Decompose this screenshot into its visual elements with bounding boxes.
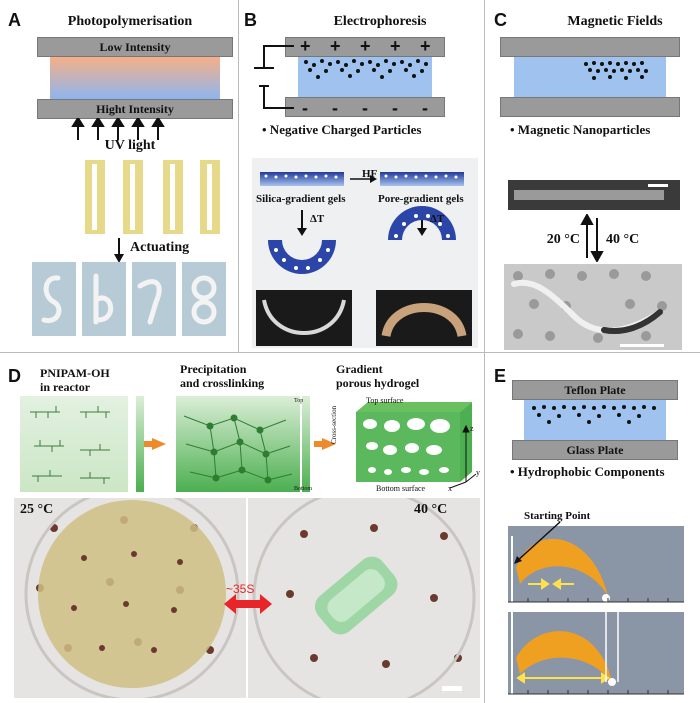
panel-d-step3: Gradient [336, 362, 383, 376]
panel-d-bottom-surface: Bottom surface [376, 484, 426, 493]
panel-a-letter: A [8, 10, 21, 30]
svg-text:-: - [362, 98, 368, 118]
panel-c-bullet: • Magnetic Nanoparticles [510, 122, 651, 137]
panel-c-bottom-plate [500, 97, 680, 117]
panel-e-bullet: • Hydrophobic Components [510, 464, 665, 479]
panel-d-top-small: Top [294, 398, 304, 404]
panel-b-gel-scheme [256, 172, 472, 346]
panel-d-bottom-small: Bottom [294, 486, 313, 492]
panel-e-starting-point-arrow [514, 521, 561, 564]
panel-a-uv-arrows [71, 118, 165, 140]
panel-b-dt-left: ΔT [310, 213, 325, 225]
panel-b-dt-right: ΔT [430, 213, 445, 225]
panel-d-letter: D [8, 366, 21, 386]
svg-text:+: + [360, 36, 371, 56]
divider-a-b [238, 0, 239, 352]
panel-a-uv-label: UV light [104, 138, 156, 153]
panel-b-letter: B [244, 10, 257, 30]
panel-e-top-plate: Teflon Plate [512, 380, 678, 400]
panel-e-bottom-plate-label: Glass Plate [566, 443, 624, 457]
panel-a-bottom-plate: Hight Intensity [37, 99, 233, 119]
svg-text:-: - [302, 98, 308, 118]
svg-text:+: + [330, 36, 341, 56]
panel-d-temp-left: 25 °C [20, 502, 54, 517]
panel-d-step1b: in reactor [40, 380, 91, 394]
panel-e-starting-point: Starting Point [524, 510, 591, 522]
panel-c-particles [584, 61, 648, 80]
panel-c-temp-low: 20 °C [546, 232, 580, 247]
panel-b-pore: Pore-gradient gels [378, 193, 464, 205]
panel-d-step2: Precipitation [180, 362, 247, 376]
svg-text:-: - [332, 98, 338, 118]
panel-c-switch-arrows [580, 214, 604, 262]
panel-d-step1: PNIPAM-OH [40, 366, 110, 380]
svg-text:+: + [390, 36, 401, 56]
panel-a-gradient-gel [50, 57, 220, 99]
panel-a-title: Photopolymerisation [67, 14, 193, 29]
panel-e-photos [508, 526, 684, 696]
panel-d-axis-y: y [476, 468, 480, 477]
panel-a-top-plate: Low Intensity [37, 37, 233, 57]
panel-d-top-surface: Top surface [366, 396, 404, 405]
panel-e-particles [532, 405, 656, 424]
panel-c-top-plate [500, 37, 680, 57]
panel-c-letter: C [494, 10, 507, 30]
panel-d-reactor-scheme [20, 396, 477, 492]
panel-d-axis-x: x [448, 484, 452, 493]
panel-b-title: Electrophoresis [333, 14, 427, 29]
panel-d-temp-right: 40 °C [414, 502, 448, 517]
panel-b-silica: Silica-gradient gels [256, 193, 346, 205]
panel-b-electrophoresis-diagram: + + + + + - - - - - [254, 36, 431, 118]
svg-text:+: + [420, 36, 431, 56]
panel-d-photos [14, 498, 480, 698]
panel-d-cross-section: Cross-section [330, 405, 338, 444]
panel-d-step2b: and crosslinking [180, 376, 265, 390]
panel-e-letter: E [494, 366, 507, 386]
svg-text:-: - [392, 98, 398, 118]
divider-b-c [484, 0, 485, 352]
panel-b-bullet: • Negative Charged Particles [262, 122, 422, 137]
panel-a-strip-images [85, 160, 220, 234]
divider-top-bottom [0, 352, 700, 353]
panel-a-bottom-plate-label: Hight Intensity [96, 102, 174, 116]
panel-d-time: ~35S [226, 582, 255, 596]
panel-d-step3b: porous hydrogel [336, 376, 420, 390]
panel-a-actuating-arrow [114, 238, 124, 263]
panel-a-top-plate-label: Low Intensity [99, 40, 171, 54]
panel-c-photo-bottom [504, 264, 682, 350]
divider-d-e [484, 352, 485, 703]
panel-a-actuating-label: Actuating [130, 240, 190, 255]
panel-b-hf: HF [362, 168, 378, 180]
panel-e-top-plate-label: Teflon Plate [564, 383, 626, 397]
panel-a-actuated-images [32, 262, 226, 336]
panel-c-temp-high: 40 °C [606, 232, 640, 247]
panel-d-axis-z: z [470, 424, 474, 433]
svg-text:+: + [300, 36, 311, 56]
panel-c-title: Magnetic Fields [567, 14, 663, 29]
panel-c-photo-top [508, 180, 680, 210]
panel-e-bottom-plate: Glass Plate [512, 440, 678, 460]
svg-text:-: - [422, 98, 428, 118]
